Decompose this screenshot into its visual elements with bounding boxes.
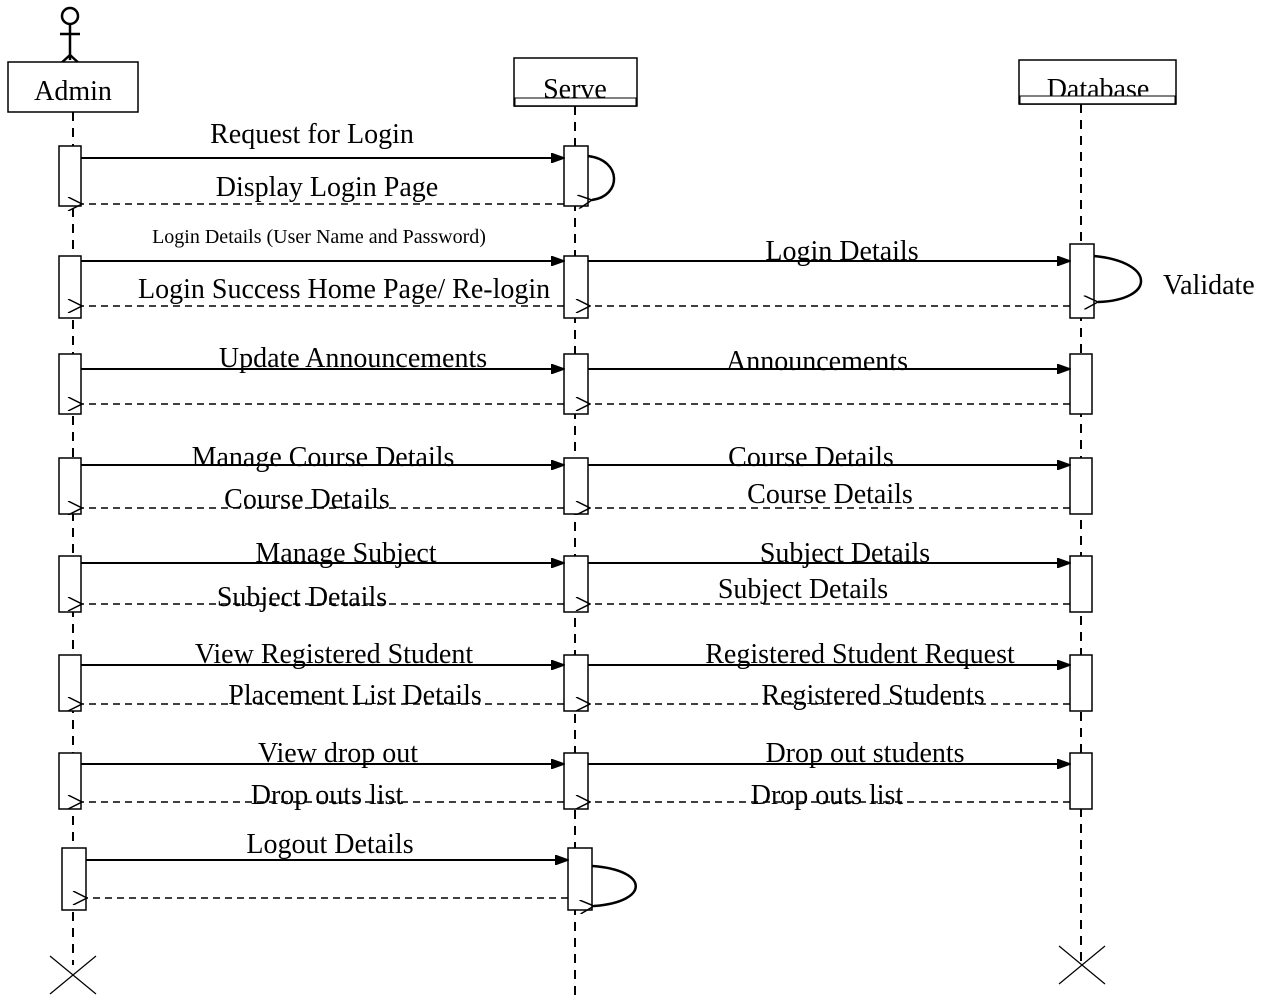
message-label-subject-details-back-server: Subject Details: [718, 574, 888, 605]
server-activations: [563, 145, 593, 911]
message-label-placement-list: Placement List Details: [228, 680, 482, 711]
message-label-subject-details-back-admin: Subject Details: [217, 582, 387, 613]
message-label-login-details-user: Login Details (User Name and Password): [152, 226, 486, 248]
message-label-update-announcements: Update Announcements: [219, 343, 487, 374]
actor-icon: [57, 6, 83, 67]
message-label-registered-request: Registered Student Request: [705, 639, 1015, 670]
database-activations: [1069, 243, 1095, 810]
message-label-login-details: Login Details: [765, 236, 918, 267]
message-label-course-details-db: Course Details: [728, 442, 894, 473]
message-label-announcements: Announcements: [726, 346, 908, 377]
message-label-view-registered: View Registered Student: [195, 639, 473, 670]
message-label-course-details-back-server: Course Details: [747, 479, 913, 510]
admin-destroy-mark: [49, 955, 97, 995]
message-label-login-success: Login Success Home Page/ Re-login: [138, 274, 550, 305]
message-label-subject-details-db: Subject Details: [760, 538, 930, 569]
message-label-display-login: Display Login Page: [216, 172, 438, 203]
message-label-validate: Validate: [1163, 270, 1255, 301]
message-label-view-drop-out: View drop out: [258, 738, 418, 769]
message-label-drop-outs-list-admin: Drop outs list: [251, 780, 404, 811]
admin-lifeline-head: [7, 61, 139, 113]
server-self-call-logout: [592, 864, 637, 906]
database-validate-self-call: [1094, 254, 1143, 302]
message-label-course-details-back-admin: Course Details: [224, 484, 390, 515]
message-label-request-login: Request for Login: [210, 119, 414, 150]
message-label-drop-out-students: Drop out students: [765, 738, 964, 769]
message-label-manage-subject: Manage Subject: [255, 538, 436, 569]
message-label-drop-outs-list-server: Drop outs list: [751, 780, 904, 811]
server-self-call-login: [588, 154, 616, 200]
message-label-manage-course: Manage Course Details: [192, 442, 455, 473]
message-label-registered-students: Registered Students: [761, 680, 984, 711]
admin-lifeline-label: Admin: [34, 76, 112, 107]
message-label-logout: Logout Details: [246, 829, 413, 860]
database-destroy-mark: [1058, 945, 1106, 985]
